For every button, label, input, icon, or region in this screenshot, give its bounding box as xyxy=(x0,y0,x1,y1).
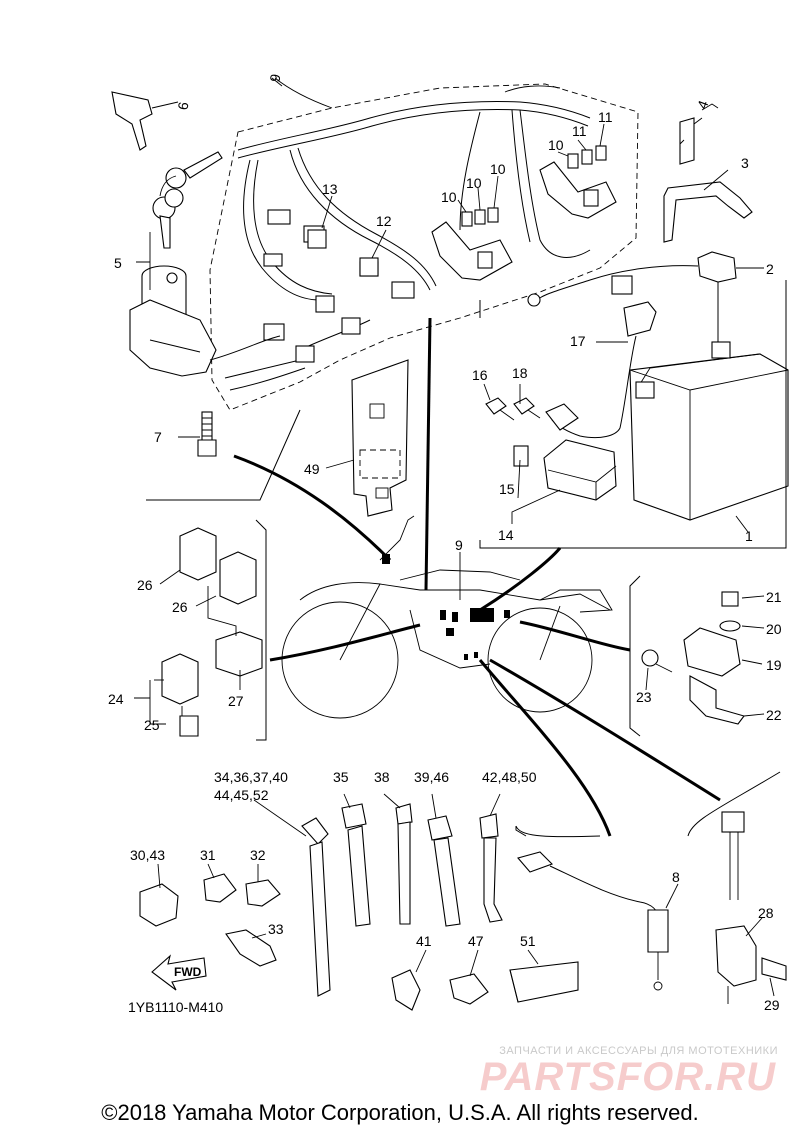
label-part-15: 15 xyxy=(499,481,515,497)
label-part-49: 49 xyxy=(304,461,320,477)
clamps-ties xyxy=(139,803,579,1011)
label-part-12: 12 xyxy=(376,213,392,229)
label-part-32: 32 xyxy=(250,847,266,863)
copyright-footer: ©2018 Yamaha Motor Corporation, U.S.A. A… xyxy=(101,1100,699,1125)
label-part-11a: 11 xyxy=(572,123,587,139)
label-part-20: 20 xyxy=(766,621,782,637)
label-part-10c: 10 xyxy=(490,161,506,177)
label-part-26a: 26 xyxy=(137,577,153,593)
part-2-cable xyxy=(527,251,737,350)
label-part-25: 25 xyxy=(144,717,160,733)
label-part-27: 27 xyxy=(228,693,244,709)
label-part-10b: 10 xyxy=(466,175,482,191)
label-part-10d: 10 xyxy=(548,137,564,153)
part-17-lead xyxy=(545,301,657,439)
label-part-47: 47 xyxy=(468,933,484,949)
label-part-29: 29 xyxy=(764,997,780,1013)
label-part-22: 22 xyxy=(766,707,782,723)
connector-12 xyxy=(359,257,379,277)
label-part-6: 6 xyxy=(174,100,191,111)
label-part-10a: 10 xyxy=(441,189,457,205)
label-part-38: 38 xyxy=(374,769,390,785)
label-part-21: 21 xyxy=(766,589,782,605)
harness-couplers xyxy=(263,209,415,363)
label-part-34: 34,36,37,40 xyxy=(214,769,288,785)
label-part-8: 8 xyxy=(672,869,680,885)
sensor-right xyxy=(641,591,745,725)
label-part-9-top: 9 xyxy=(266,72,283,83)
label-part-41: 41 xyxy=(416,933,432,949)
part-labels: 1 2 3 4 5 6 7 8 9 9 10 10 10 10 11 11 12… xyxy=(108,72,782,1015)
keys xyxy=(111,91,223,249)
label-part-4: 4 xyxy=(694,98,712,111)
label-part-7: 7 xyxy=(154,429,162,445)
label-part-18: 18 xyxy=(512,365,528,381)
callout-frames xyxy=(146,409,781,838)
label-part-44: 44,45,52 xyxy=(214,787,269,803)
fwd-label: FWD xyxy=(174,965,202,979)
label-part-3: 3 xyxy=(741,155,749,171)
motorcycle-outline xyxy=(281,515,613,719)
label-part-1: 1 xyxy=(745,528,753,544)
label-part-13: 13 xyxy=(322,181,338,197)
label-part-9: 9 xyxy=(455,537,463,553)
label-part-17: 17 xyxy=(570,333,586,349)
label-part-23: 23 xyxy=(636,689,652,705)
watermark-tagline: ЗАПЧАСТИ И АКСЕССУАРЫ ДЛЯ МОТОТЕХНИКИ xyxy=(499,1045,778,1057)
label-part-30: 30,43 xyxy=(130,847,165,863)
bracket-49 xyxy=(351,359,409,517)
wire-harness xyxy=(224,77,591,391)
fwd-arrow: FWD xyxy=(151,954,207,991)
label-part-35: 35 xyxy=(333,769,349,785)
label-part-26b: 26 xyxy=(172,599,188,615)
sensor-28 xyxy=(715,811,787,1004)
connector-13 xyxy=(307,229,327,249)
part-3-band xyxy=(663,181,753,243)
label-part-11b: 11 xyxy=(598,109,613,125)
fuse-block-left xyxy=(431,207,513,281)
label-part-28: 28 xyxy=(758,905,774,921)
label-part-2: 2 xyxy=(766,261,774,277)
fuse-block-right xyxy=(539,145,617,219)
label-part-33: 33 xyxy=(268,921,284,937)
sensor-8 xyxy=(517,851,669,991)
relays-left xyxy=(161,527,263,737)
label-part-42: 42,48,50 xyxy=(482,769,537,785)
starter-relay xyxy=(479,280,787,549)
leader-lines xyxy=(134,77,775,997)
part-4-bracket xyxy=(679,103,719,165)
connection-lines xyxy=(233,317,721,837)
label-part-24: 24 xyxy=(108,691,124,707)
label-part-19: 19 xyxy=(766,657,782,673)
label-part-14: 14 xyxy=(498,527,514,543)
label-part-16: 16 xyxy=(472,367,488,383)
label-part-31: 31 xyxy=(200,847,216,863)
label-part-5: 5 xyxy=(114,255,122,271)
label-part-51: 51 xyxy=(520,933,536,949)
diagram-code: 1YB1110-M410 xyxy=(128,999,223,1015)
bolt-7 xyxy=(197,411,217,457)
label-part-39: 39,46 xyxy=(414,769,449,785)
bolts-16-18 xyxy=(485,397,541,421)
battery xyxy=(629,341,789,521)
watermark-logo: PARTSFOR.RU xyxy=(479,1055,776,1099)
main-switch xyxy=(129,265,281,377)
